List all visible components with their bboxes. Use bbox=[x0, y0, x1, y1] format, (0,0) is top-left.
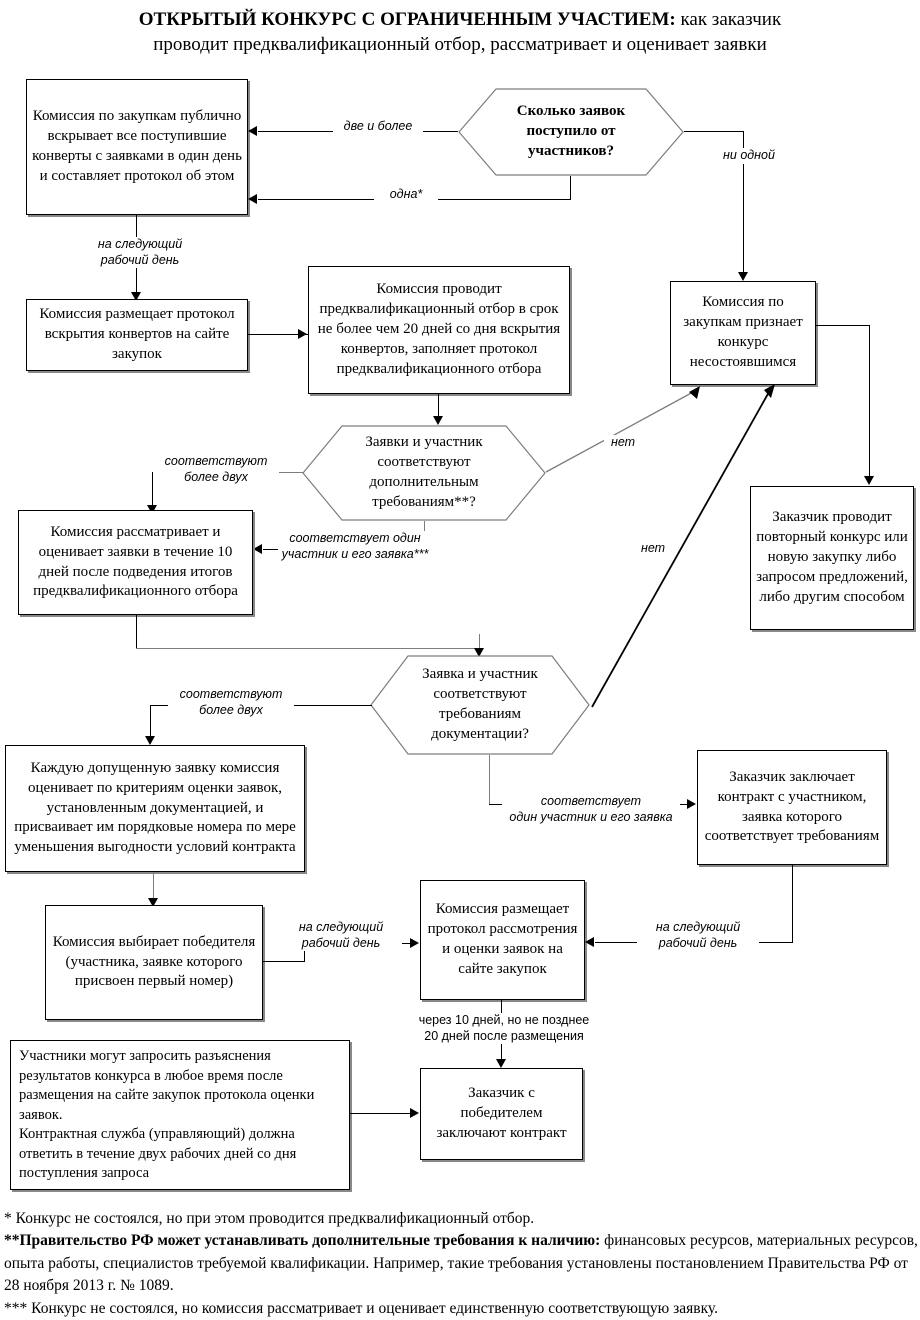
footnote-two: **Правительство РФ может устанавливать д… bbox=[4, 1230, 918, 1297]
page-title-strong: ОТКРЫТЫЙ КОНКУРС С ОГРАНИЧЕННЫМ УЧАСТИЕМ… bbox=[138, 9, 676, 30]
node-prequal-selection[interactable]: Комиссия проводит предквалификационный о… bbox=[308, 266, 570, 394]
edge-review-to-doc-arrow bbox=[474, 648, 484, 657]
node-choose-winner-label: Комиссия выбирает победителя (участника,… bbox=[52, 933, 256, 990]
edge-label-after-10-days: через 10 дней, но не позднее 20 дней пос… bbox=[411, 1013, 597, 1045]
node-publish-review-protocol[interactable]: Комиссия размещает протокол рассмотрения… bbox=[420, 880, 585, 1000]
edge-prequal-to-extra-line bbox=[438, 394, 440, 418]
footnotes: * Конкурс не состоялся, но при этом пров… bbox=[4, 1208, 918, 1320]
edge-next-day-1-arrow bbox=[131, 292, 141, 301]
footnote-three: *** Конкурс не состоялся, но комиссия ра… bbox=[4, 1299, 718, 1317]
node-publish-opening-protocol[interactable]: Комиссия размещает протокол вскрытия кон… bbox=[26, 299, 248, 371]
edge-next-day-2-arrow bbox=[410, 938, 419, 948]
node-review-within-10-days-label: Комиссия рассматривает и оценивает заявк… bbox=[33, 523, 238, 600]
edge-score-to-winner-line bbox=[153, 872, 155, 904]
edge-label-none: ни одной bbox=[715, 148, 783, 164]
node-clarifications-label: Участники могут запросить разъяснения ре… bbox=[19, 1048, 315, 1182]
page-title: ОТКРЫТЫЙ КОНКУРС С ОГРАНИЧЕННЫМ УЧАСТИЕМ… bbox=[0, 8, 920, 57]
footnote-one: * Конкурс не состоялся, но при этом пров… bbox=[4, 1210, 535, 1227]
node-declare-failed-label: Комиссия по закупкам признает конкурс не… bbox=[683, 294, 803, 370]
edge-to-prequal-line bbox=[248, 334, 308, 336]
edge-match-more-1-vline bbox=[152, 472, 154, 508]
edge-failed-to-repeat-arrow bbox=[864, 476, 874, 485]
edge-label-next-business-day-1: на следующий рабочий день bbox=[79, 237, 201, 269]
node-repeat-tender-label: Заказчик проводит повторный конкурс или … bbox=[756, 509, 908, 605]
decision-extra-requirements[interactable]: Заявки и участник соответствуют дополнит… bbox=[302, 425, 546, 521]
decision-extra-requirements-label: Заявки и участник соответствуют дополнит… bbox=[365, 434, 483, 510]
node-publish-opening-protocol-label: Комиссия размещает протокол вскрытия кон… bbox=[39, 306, 235, 362]
edge-label-match-one-participant-2: соответствует один участник и его заявка bbox=[502, 794, 680, 826]
decision-how-many-bids[interactable]: Сколько заявок поступило от участников? bbox=[458, 88, 684, 176]
edge-label-next-business-day-3: на следующий рабочий день bbox=[637, 920, 759, 952]
edge-label-next-business-day-2: на следующий рабочий день bbox=[280, 920, 402, 952]
edge-label-no-1: нет bbox=[604, 435, 642, 451]
edge-one-vline bbox=[570, 176, 572, 200]
node-sign-contract-winner[interactable]: Заказчик с победителем заключают контрак… bbox=[420, 1068, 583, 1160]
node-choose-winner[interactable]: Комиссия выбирает победителя (участника,… bbox=[45, 905, 263, 1020]
edge-match-more-2-arrow bbox=[145, 736, 155, 745]
node-repeat-tender[interactable]: Заказчик проводит повторный конкурс или … bbox=[750, 486, 914, 630]
node-declare-failed[interactable]: Комиссия по закупкам признает конкурс не… bbox=[670, 281, 816, 385]
footnote-two-rest: финансовых ресурсов, материальных ресурс… bbox=[4, 1232, 918, 1295]
page-title-rest: как заказчик bbox=[675, 9, 782, 30]
node-publish-review-protocol-label: Комиссия размещает протокол рассмотрения… bbox=[427, 901, 578, 977]
edge-label-match-more-than-two-2: соответствуют более двух bbox=[168, 687, 294, 719]
edge-next-day-2-hline-a bbox=[263, 961, 305, 963]
node-score-each-bid[interactable]: Каждую допущенную заявку комиссия оценив… bbox=[5, 745, 305, 872]
edge-label-no-2: нет bbox=[634, 541, 672, 557]
edge-next-day-3-vline bbox=[792, 865, 794, 943]
edge-two-or-more-arrow bbox=[248, 126, 257, 136]
edge-to-prequal-arrow bbox=[298, 329, 307, 339]
node-open-envelopes-label: Комиссия по закупкам публично вскрывает … bbox=[32, 108, 242, 184]
node-score-each-bid-label: Каждую допущенную заявку комиссия оценив… bbox=[14, 759, 296, 856]
decision-doc-requirements-label: Заявка и участник соответствуют требован… bbox=[422, 666, 538, 742]
edge-match-one-1-arrow bbox=[253, 544, 262, 554]
decision-how-many-bids-label: Сколько заявок поступило от участников? bbox=[516, 103, 626, 159]
node-review-within-10-days[interactable]: Комиссия рассматривает и оценивает заявк… bbox=[18, 510, 253, 615]
edge-clarifications-arrow bbox=[410, 1108, 419, 1118]
hexagon-shape bbox=[458, 88, 684, 176]
edge-none-hline bbox=[684, 131, 744, 133]
edge-review-to-doc-vline2 bbox=[479, 634, 481, 649]
edge-failed-to-repeat-vline bbox=[869, 325, 871, 477]
edge-prequal-to-extra-arrow bbox=[433, 416, 443, 425]
edge-none-arrow bbox=[738, 272, 748, 281]
edge-next-day-2-vline bbox=[304, 944, 306, 962]
edge-match-one-2-vline bbox=[489, 755, 491, 805]
node-clarifications[interactable]: Участники могут запросить разъяснения ре… bbox=[10, 1040, 350, 1190]
page-title-line2: проводит предквалификационный отбор, рас… bbox=[153, 33, 767, 55]
decision-doc-requirements[interactable]: Заявка и участник соответствуют требован… bbox=[370, 655, 590, 755]
edge-match-more-1-arrow bbox=[147, 505, 157, 514]
edge-match-more-2-vline bbox=[150, 705, 152, 739]
edge-review-to-doc-vline bbox=[136, 615, 138, 649]
edge-clarifications-hline bbox=[350, 1113, 410, 1115]
edge-label-match-one-participant-1: соответствует один участник и его заявка… bbox=[278, 531, 432, 563]
edge-after-10-days-arrow bbox=[496, 1059, 506, 1068]
node-sign-contract-winner-label: Заказчик с победителем заключают контрак… bbox=[436, 1085, 567, 1141]
edge-label-two-or-more: две и более bbox=[333, 119, 423, 135]
node-open-envelopes[interactable]: Комиссия по закупкам публично вскрывает … bbox=[26, 79, 248, 215]
edge-label-one-star: одна* bbox=[374, 187, 438, 203]
node-prequal-selection-label: Комиссия проводит предквалификационный о… bbox=[317, 281, 561, 377]
edge-failed-to-repeat-hline bbox=[816, 325, 870, 327]
edge-label-match-more-than-two-1: соответствуют более двух bbox=[153, 454, 279, 486]
node-contract-single-participant-label: Заказчик заключает контракт с участником… bbox=[704, 768, 880, 845]
edge-none-vline bbox=[743, 131, 745, 273]
edge-one-arrow bbox=[248, 194, 257, 204]
node-contract-single-participant[interactable]: Заказчик заключает контракт с участником… bbox=[697, 750, 887, 865]
edge-review-to-doc-hline bbox=[136, 648, 480, 650]
edge-score-to-winner-arrow bbox=[148, 898, 158, 907]
edge-match-one-2-arrow bbox=[687, 799, 696, 809]
footnote-two-strong: **Правительство РФ может устанавливать д… bbox=[4, 1232, 601, 1250]
edge-next-day-3-arrow bbox=[585, 937, 594, 947]
